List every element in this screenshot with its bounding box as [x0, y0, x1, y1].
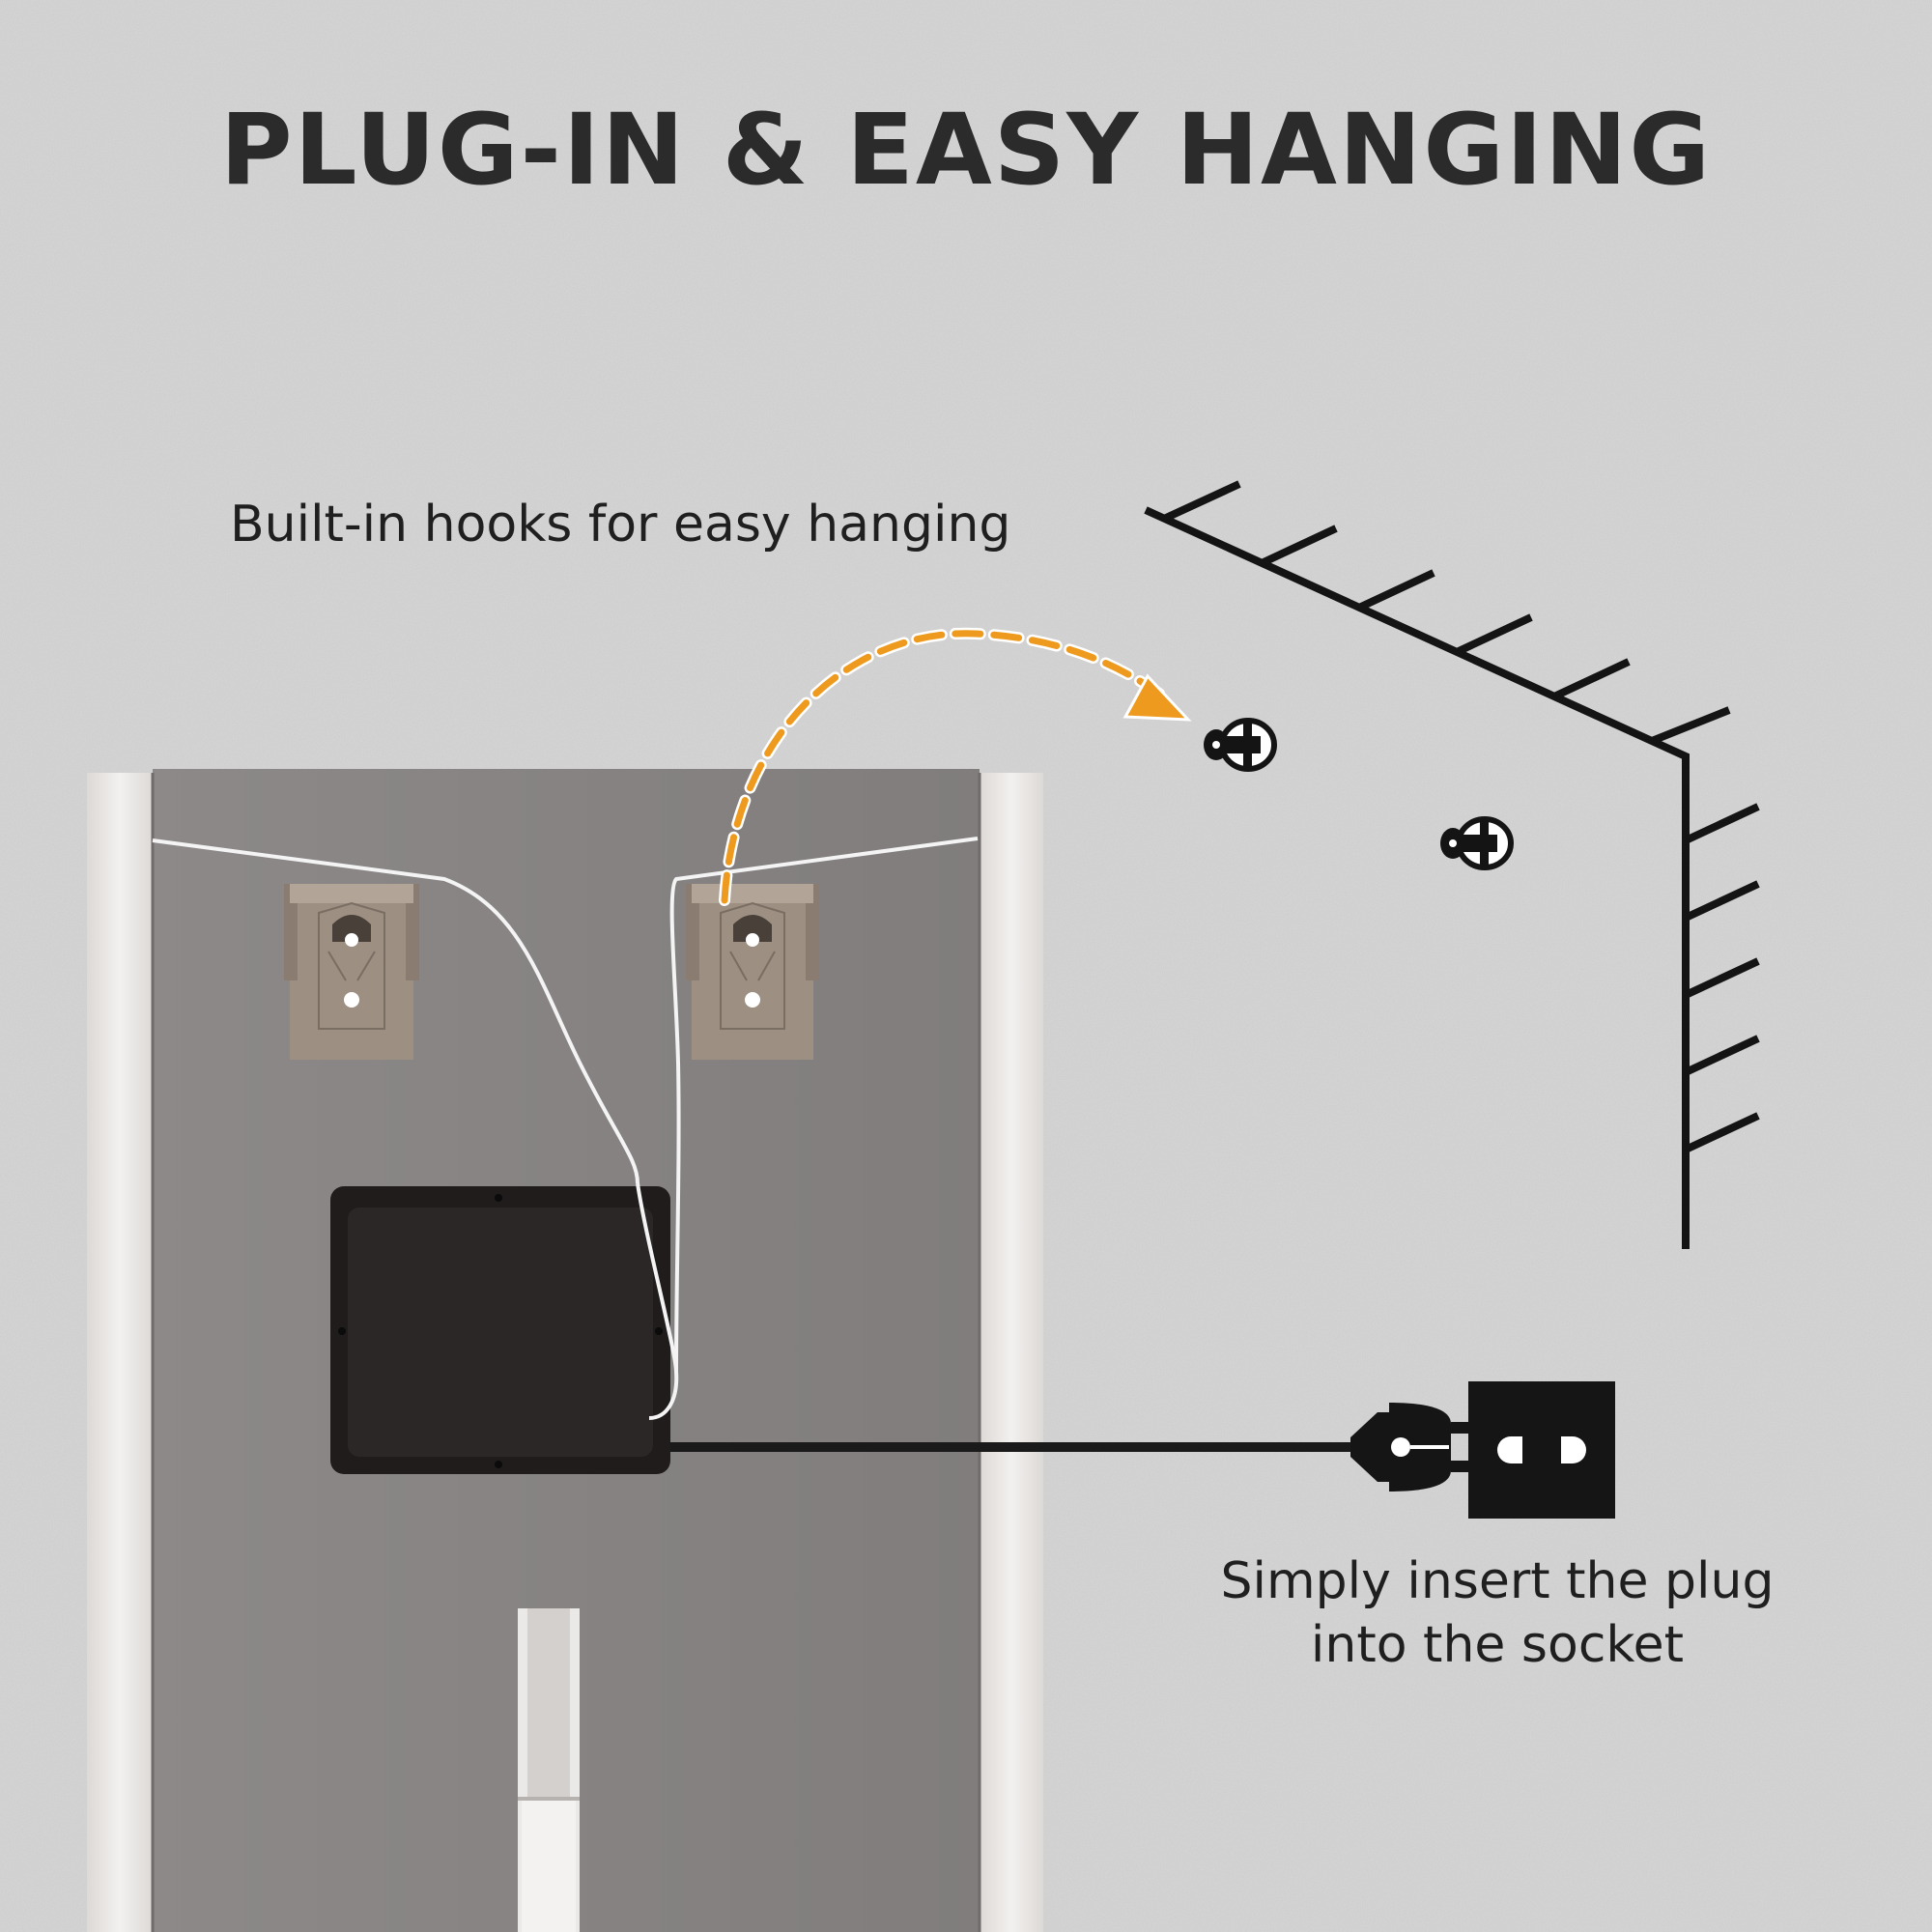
- mirror-frame-right: [980, 773, 1043, 1932]
- page-title: PLUG-IN & EASY HANGING: [219, 93, 1713, 208]
- plug-caption-line-2: into the socket: [1310, 1616, 1685, 1674]
- hook-bracket-icon: [686, 884, 819, 1060]
- socket-icon: [1468, 1381, 1615, 1519]
- power-box-icon: [330, 1186, 670, 1474]
- plug-caption-line-1: Simply insert the plug: [1220, 1552, 1775, 1610]
- screw-icon: [1440, 816, 1514, 870]
- hooks-caption: Built-in hooks for easy hanging: [230, 496, 1011, 554]
- plug-caption: Simply insert the plug into the socket: [1198, 1549, 1797, 1677]
- panel-strut: [518, 1608, 580, 1932]
- hook-bracket-icon: [284, 884, 419, 1060]
- mirror-frame-left: [87, 773, 153, 1932]
- power-box-wire: [636, 1182, 679, 1420]
- dashed-arrow-icon: [719, 627, 1192, 906]
- plug-icon: [1350, 1403, 1486, 1492]
- hanging-wire: [152, 837, 979, 1373]
- wall-corner-diagram: [1144, 480, 1760, 1249]
- screw-icon: [1204, 718, 1277, 772]
